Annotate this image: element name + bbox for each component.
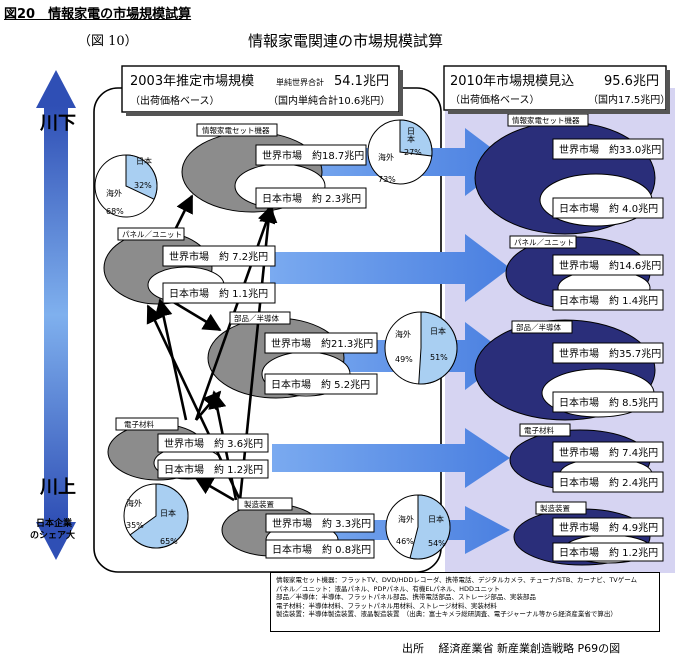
- value-2003-material-world: 世界市場 約 3.6兆円: [164, 437, 263, 450]
- tag-2003-material: 電子材料: [124, 419, 154, 429]
- header-2003: 2003年推定市場規模 単純世界合計 54.1兆円 （出荷価格ベース） （国内単…: [121, 65, 403, 116]
- value-2003-material-japan: 日本市場 約 1.2兆円: [164, 463, 263, 476]
- pie-material: [123, 483, 189, 549]
- header-2003-total-label: 単純世界合計: [276, 77, 324, 87]
- header-2003-domestic: （国内単純合計10.6兆円）: [268, 94, 390, 107]
- value-2010-material-world: 世界市場 約 7.4兆円: [559, 446, 658, 459]
- tag-2003-panel: パネル／ユニット: [122, 230, 182, 239]
- value-2003-parts-japan: 日本市場 約 5.2兆円: [271, 378, 370, 391]
- header-2003-total-value: 54.1兆円: [334, 74, 389, 89]
- value-2003-set-world: 世界市場 約18.7兆円: [262, 149, 364, 162]
- pie-panel-japan-pct: 32%: [134, 181, 152, 190]
- tag-2003-equipment: 製造装置: [244, 499, 274, 509]
- pie-equipment-japan-label: 日本: [428, 514, 444, 524]
- legend-line-material: 電子材料：半導体材料、フラットパネル用材料、ストレージ材料、実装材料: [276, 601, 497, 610]
- value-2010-panel-world: 世界市場 約14.6兆円: [559, 259, 661, 272]
- value-2010-equipment-japan: 日本市場 約 1.2兆円: [559, 546, 658, 559]
- pie-panel: [94, 154, 158, 218]
- pie-material-overseas-label: 海外: [126, 498, 142, 508]
- pie-set-overseas-pct: 73%: [378, 175, 396, 184]
- pie-panel-overseas-pct: 68%: [106, 207, 124, 216]
- figure-subtitle: 情報家電関連の市場規模試算: [248, 32, 444, 50]
- header-2010-total-value: 95.6兆円: [604, 74, 659, 89]
- value-chain-axis-arrow: [36, 70, 76, 560]
- value-2003-set-japan: 日本市場 約 2.3兆円: [262, 192, 361, 205]
- legend-line-panel: パネル／ユニット：液晶パネル、PDPパネル、有機ELパネル、HDDユニット: [276, 584, 500, 593]
- pie-parts: [384, 311, 458, 385]
- value-2010-set-world: 世界市場 約33.0兆円: [559, 143, 661, 156]
- value-2003-equipment-world: 世界市場 約 3.3兆円: [272, 517, 371, 530]
- axis-share-label-1: 日本企業: [36, 517, 73, 529]
- tag-2010-set: 情報家電セット機器: [512, 115, 580, 125]
- value-2010-equipment-world: 世界市場 約 4.9兆円: [559, 521, 658, 534]
- axis-share-label-2: のシェア大: [30, 529, 75, 541]
- header-2003-basis: （出荷価格ベース）: [130, 94, 220, 107]
- legend-line-set: 情報家電セット機器：フラットTV、DVD/HDDレコーダ、携帯電話、デジタルカメ…: [276, 576, 638, 584]
- value-2010-parts-world: 世界市場 約35.7兆円: [559, 347, 661, 360]
- pie-parts-overseas-pct: 49%: [395, 355, 413, 364]
- tag-2010-panel: パネル／ユニット: [514, 238, 574, 247]
- figure-number: （図 10）: [78, 34, 138, 49]
- legend-line-equipment: 製造装置：半導体製造装置、液晶製造装置 （出典：富士キメラ総研調査、電子ジャーナ…: [276, 610, 617, 619]
- header-2010-title: 2010年市場規模見込: [450, 73, 574, 89]
- pie-set-overseas-label: 海外: [378, 152, 394, 162]
- pie-set: [367, 119, 433, 185]
- tag-2010-parts: 部品／半導体: [516, 322, 561, 332]
- pie-equipment: [385, 494, 451, 560]
- value-2003-equipment-japan: 日本市場 約 0.8兆円: [272, 543, 371, 556]
- pies: [94, 119, 458, 560]
- pie-material-overseas-pct: 35%: [126, 521, 144, 530]
- pie-japan-slice: [129, 483, 189, 549]
- pie-equipment-overseas-label: 海外: [398, 514, 414, 524]
- pie-material-japan-label: 日本: [160, 508, 176, 518]
- tag-2010-equipment: 製造装置: [540, 503, 570, 513]
- value-2010-set-japan: 日本市場 約 4.0兆円: [559, 202, 658, 215]
- source-note: 出所 経済産業省 新産業創造戦略 P69の図: [402, 642, 621, 655]
- growth-arrow-panel: [270, 234, 510, 302]
- growth-arrow-material: [272, 428, 510, 488]
- pie-equipment-japan-pct: 54%: [428, 539, 446, 548]
- pie-japan-slice: [125, 154, 158, 200]
- pie-set-japan-pct: 27%: [404, 148, 422, 157]
- tag-2003-parts: 部品／半導体: [234, 313, 279, 323]
- pie-set-japan-label: 日本: [407, 127, 416, 144]
- value-2010-parts-japan: 日本市場 約 8.5兆円: [559, 396, 658, 409]
- figure-title: 図20 情報家電の市場規模試算: [4, 7, 192, 22]
- value-2003-panel-world: 世界市場 約 7.2兆円: [169, 250, 268, 263]
- pie-parts-japan-pct: 51%: [430, 353, 448, 362]
- value-2003-parts-world: 世界市場 約21.3兆円: [271, 337, 373, 350]
- pie-parts-overseas-label: 海外: [395, 329, 411, 339]
- legend-line-parts: 部品／半導体：半導体、フラットパネル部品、携帯電話部品、ストレージ部品、実装部品: [276, 593, 536, 602]
- axis-upstream-label: 川上: [39, 477, 76, 498]
- pie-japan-slice: [418, 311, 458, 385]
- pie-panel-japan-label: 日本: [136, 156, 152, 166]
- value-2010-material-japan: 日本市場 約 2.4兆円: [559, 476, 658, 489]
- axis-downstream-label: 川下: [39, 113, 76, 134]
- header-2010: 2010年市場規模見込 95.6兆円 （出荷価格ベース） （国内17.5兆円）: [443, 65, 670, 114]
- value-2010-panel-japan: 日本市場 約 1.4兆円: [559, 294, 658, 307]
- tag-2010-material: 電子材料: [524, 425, 554, 435]
- pie-parts-japan-label: 日本: [430, 326, 446, 336]
- pie-panel-overseas-label: 海外: [106, 188, 122, 198]
- header-2010-domestic: （国内17.5兆円）: [588, 93, 670, 106]
- pie-material-japan-pct: 65%: [160, 537, 178, 546]
- value-2003-panel-japan: 日本市場 約 1.1兆円: [169, 287, 268, 300]
- category-legend: 情報家電セット機器：フラットTV、DVD/HDDレコーダ、携帯電話、デジタルカメ…: [270, 572, 660, 632]
- pie-japan-slice: [399, 119, 433, 157]
- header-2010-basis: （出荷価格ベース）: [450, 93, 540, 106]
- tag-2003-set: 情報家電セット機器: [202, 125, 270, 135]
- pie-equipment-overseas-pct: 46%: [396, 537, 414, 546]
- pie-japan-slice: [409, 494, 451, 560]
- header-2003-title: 2003年推定市場規模: [130, 73, 254, 89]
